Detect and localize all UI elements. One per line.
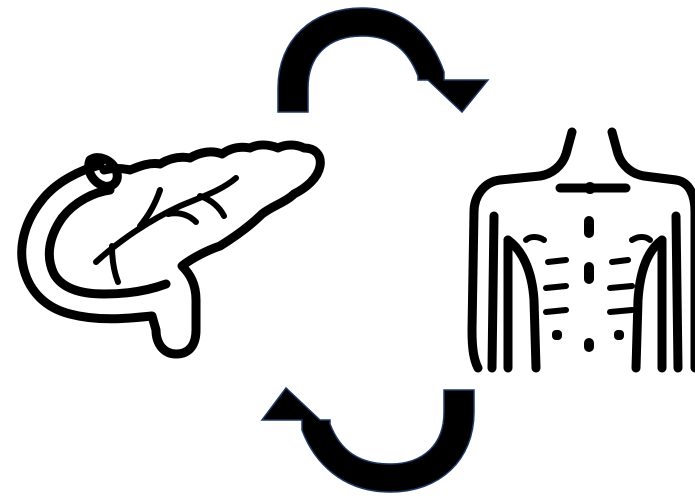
- curved-arrow-icon: [278, 8, 488, 112]
- ab-mark: [584, 338, 594, 352]
- sternum-dot: [584, 182, 596, 194]
- pancreas-icon: [22, 145, 321, 354]
- curved-arrow-icon: [262, 388, 474, 492]
- ab-mark: [584, 216, 594, 238]
- torso-icon: [472, 132, 695, 368]
- ab-mark: [584, 262, 594, 284]
